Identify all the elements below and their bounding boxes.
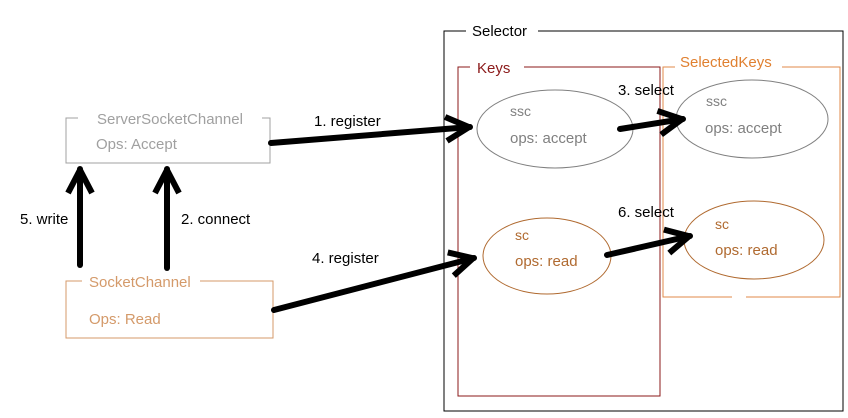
socket-channel-title: SocketChannel	[89, 274, 191, 291]
arrow-register-sc	[271, 258, 474, 313]
arrow-register-ssc	[268, 127, 470, 146]
label-register-4: 4. register	[312, 250, 379, 267]
selected-sc-node: sc ops: read	[683, 200, 825, 280]
selected-ssc-node: ssc ops: accept	[675, 79, 829, 159]
keys-sc-ops: ops: read	[515, 253, 578, 270]
selected-sc-name: sc	[715, 216, 729, 232]
keys-box: Keys	[457, 60, 661, 397]
keys-ssc-node: ssc ops: accept	[476, 89, 634, 169]
socket-channel-ops: Ops: Read	[89, 311, 161, 328]
socket-channel-box: SocketChannel Ops: Read	[65, 274, 274, 339]
label-write-5: 5. write	[20, 211, 68, 228]
arrow-select-ssc	[617, 119, 683, 129]
label-connect-2: 2. connect	[181, 211, 251, 228]
selected-keys-gap	[732, 294, 746, 300]
keys-title: Keys	[477, 60, 510, 77]
server-socket-channel-title: ServerSocketChannel	[97, 111, 243, 128]
label-select-3: 3. select	[618, 82, 675, 99]
keys-ssc-name: ssc	[510, 103, 531, 119]
server-socket-channel-border	[65, 117, 271, 164]
selector-title: Selector	[472, 23, 527, 40]
keys-sc-name: sc	[515, 227, 529, 243]
selected-keys-box: SelectedKeys	[662, 54, 841, 300]
selected-ssc-ops: ops: accept	[705, 120, 783, 137]
label-select-6: 6. select	[618, 204, 675, 221]
keys-ssc-ops: ops: accept	[510, 130, 588, 147]
server-socket-channel-box: ServerSocketChannel Ops: Accept	[65, 111, 271, 164]
selected-keys-border	[662, 66, 841, 298]
selector-border	[443, 30, 844, 412]
selected-sc-ops: ops: read	[715, 242, 778, 259]
keys-sc-node: sc ops: read	[482, 217, 612, 295]
keys-border	[457, 66, 661, 397]
socket-channel-border	[65, 280, 274, 339]
selector-box: Selector	[443, 23, 844, 412]
arrow-select-sc	[604, 236, 690, 258]
selected-keys-title: SelectedKeys	[680, 54, 772, 71]
server-socket-channel-ops: Ops: Accept	[96, 136, 178, 153]
selected-ssc-name: ssc	[706, 93, 727, 109]
label-register-1: 1. register	[314, 113, 381, 130]
